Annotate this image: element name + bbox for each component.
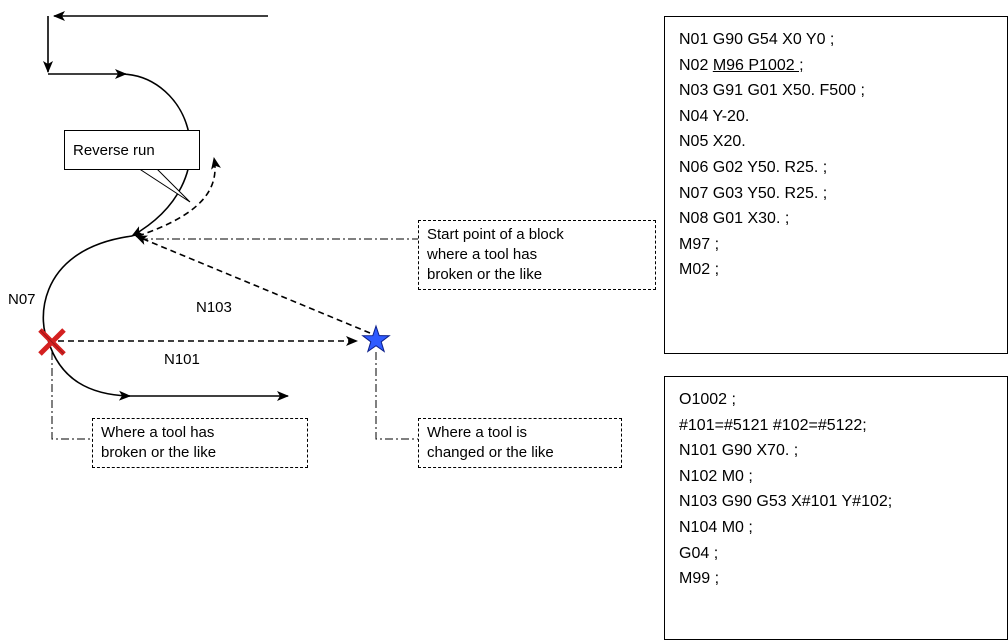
- subprogram-line: #101=#5121 #102=#5122;: [679, 416, 867, 434]
- start-point-note-line: broken or the like: [427, 266, 543, 283]
- toolpath-n07-arc: [42, 235, 133, 401]
- n101-label: N101: [164, 351, 200, 368]
- subprogram-line: N104 M0 ;: [679, 518, 753, 536]
- main-program-line: N08 G01 X30. ;: [679, 210, 790, 228]
- n103-label: N103: [196, 299, 232, 316]
- cross-mark-icon: [38, 328, 66, 356]
- main-program-line-n02: N02 M96 P1002 ;: [679, 53, 1007, 79]
- main-program-line: N03 G91 G01 X50. F500 ;: [679, 82, 865, 100]
- toolpath-n103-dashed: [135, 235, 371, 334]
- main-program-line: N07 G03 Y50. R25. ;: [679, 184, 828, 202]
- subprogram-box: O1002 ; #101=#5121 #102=#5122; N101 G90 …: [664, 376, 1008, 640]
- leader-tool-broken: [51, 352, 92, 440]
- start-point-note-line: where a tool has: [427, 246, 538, 263]
- subprogram-line: N101 G90 X70. ;: [679, 442, 799, 460]
- main-program-line: N01 G90 G54 X0 Y0 ;: [679, 31, 835, 48]
- star-icon: [361, 324, 391, 353]
- tool-broken-note-line: Where a tool has: [101, 424, 215, 441]
- n07-label: N07: [8, 291, 36, 308]
- main-program-line: M97 ;: [679, 235, 720, 253]
- reverse-run-callout: Reverse run: [64, 130, 200, 170]
- main-program-line: M02 ;: [679, 261, 720, 279]
- main-program-line: N05 X20.: [679, 133, 746, 151]
- main-program-line: N06 G02 Y50. R25. ;: [679, 158, 828, 176]
- subprogram-line: G04 ;: [679, 544, 719, 562]
- reverse-run-arc: [137, 157, 221, 237]
- tool-changed-note-line: changed or the like: [427, 444, 554, 461]
- main-program-line-n02-label: N02: [679, 56, 709, 74]
- subprogram-line: M99 ;: [679, 570, 720, 588]
- start-point-note: Start point of a block where a tool has …: [418, 220, 656, 290]
- leader-tool-changed: [375, 352, 418, 440]
- reverse-run-label: Reverse run: [73, 142, 155, 159]
- m96-call-underlined: M96 P1002 ;: [712, 56, 804, 74]
- tool-changed-note: Where a tool is changed or the like: [418, 418, 622, 468]
- main-program-box: N01 G90 G54 X0 Y0 ; N02 M96 P1002 ; N03 …: [664, 16, 1008, 354]
- subprogram-line: N102 M0 ;: [679, 467, 753, 485]
- main-program-line: N04 Y-20.: [679, 107, 750, 125]
- subprogram-line: O1002 ;: [679, 391, 736, 408]
- tool-broken-note-line: broken or the like: [101, 444, 217, 461]
- tool-changed-note-line: Where a tool is: [427, 424, 528, 441]
- start-point-note-line: Start point of a block: [427, 226, 564, 243]
- subprogram-line: N103 G90 G53 X#101 Y#102;: [679, 493, 893, 511]
- tool-broken-note: Where a tool has broken or the like: [92, 418, 308, 468]
